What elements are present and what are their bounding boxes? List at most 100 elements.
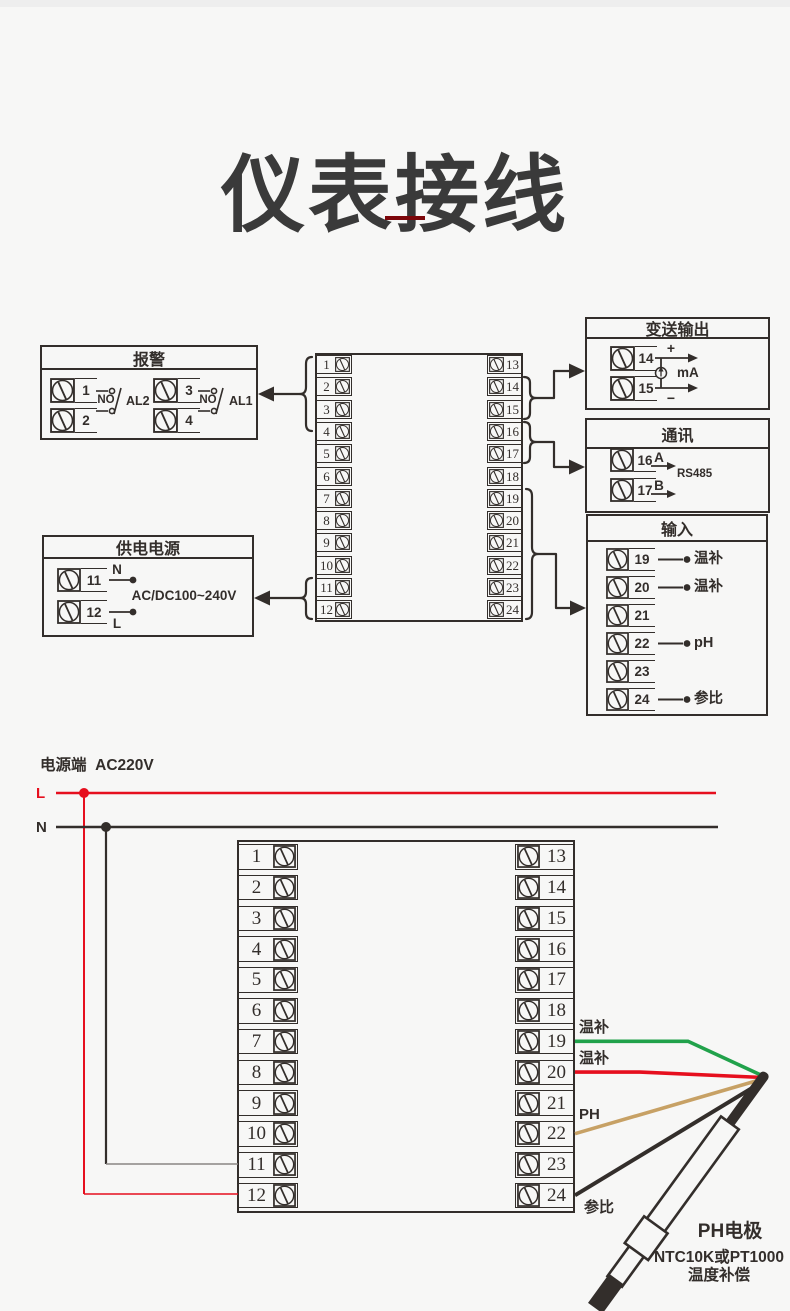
terminal-number: 12 xyxy=(320,602,333,618)
input-terminal-22: 22 xyxy=(606,632,655,655)
screw-terminal-icon xyxy=(489,558,504,573)
terminal-number: 2 xyxy=(251,877,262,899)
input-arrowhead xyxy=(570,600,586,616)
screw-terminal-icon xyxy=(335,402,350,417)
electrode-note-label: 温度补偿 xyxy=(687,1267,750,1284)
screw-terminal-icon xyxy=(153,408,178,433)
terminal-number: 21 xyxy=(629,604,655,627)
screw-terminal-icon xyxy=(606,576,629,599)
terminal-cell: 3 xyxy=(316,399,352,419)
alarm-al1-label: AL1 xyxy=(229,394,253,408)
screw-terminal-icon xyxy=(517,845,540,868)
terminal-number: 16 xyxy=(634,448,656,472)
screw-terminal-icon xyxy=(489,357,504,372)
terminal-cell: 17 xyxy=(515,967,575,993)
terminal-cell: 8 xyxy=(316,511,352,531)
terminal-number: 10 xyxy=(247,1123,266,1145)
screw-terminal-icon xyxy=(273,845,296,868)
terminal-cell: 22 xyxy=(487,555,523,575)
terminal-number: 8 xyxy=(251,1061,262,1083)
top-strip xyxy=(0,0,790,7)
input-label-tempcomp-1: 温补 xyxy=(694,551,723,567)
alarm-terminal-1: 1 xyxy=(50,378,97,403)
terminal-cell: 12 xyxy=(238,1182,298,1209)
terminal-number: 11 xyxy=(81,568,107,592)
terminal-number: 16 xyxy=(506,423,519,439)
terminal-number: 9 xyxy=(251,1092,262,1114)
terminal-cell: 2 xyxy=(316,377,352,397)
terminal-number: 22 xyxy=(629,632,655,655)
terminal-cell: 15 xyxy=(515,905,575,932)
title-underline xyxy=(385,216,425,220)
screw-terminal-icon xyxy=(517,968,540,991)
terminal-cell: 9 xyxy=(238,1090,298,1116)
screw-terminal-icon xyxy=(517,1061,540,1084)
screw-terminal-icon xyxy=(273,938,296,961)
screw-terminal-icon xyxy=(606,548,629,571)
terminal-number: 14 xyxy=(635,346,657,371)
output-arrow-line xyxy=(534,369,574,400)
terminal-cell: 13 xyxy=(487,355,523,374)
screw-terminal-icon xyxy=(606,688,629,711)
input-terminal-23: 23 xyxy=(606,660,655,683)
neutral-label: N xyxy=(112,562,122,577)
screw-terminal-icon xyxy=(517,907,540,930)
screw-terminal-icon xyxy=(335,469,350,484)
terminal-number: 7 xyxy=(323,490,330,506)
terminal-number: 3 xyxy=(178,378,200,403)
terminal-number: 15 xyxy=(506,401,519,417)
screw-terminal-icon xyxy=(273,1092,296,1115)
terminal-number: 8 xyxy=(323,513,330,529)
terminal-number: 4 xyxy=(251,938,262,960)
terminal-cell: 18 xyxy=(515,998,575,1024)
output-terminal-15: 15 xyxy=(610,376,657,401)
terminal-cell: 3 xyxy=(238,905,298,932)
alarm-al2-label: AL2 xyxy=(126,394,150,408)
terminal-number: 1 xyxy=(323,357,330,372)
terminal-cell: 20 xyxy=(515,1059,575,1086)
terminal-number: 11 xyxy=(320,580,333,595)
comm-box-title: 通讯 xyxy=(587,420,768,449)
screw-terminal-icon xyxy=(50,378,75,403)
screw-terminal-icon xyxy=(273,1184,296,1207)
terminal-cell: 7 xyxy=(238,1028,298,1055)
transmit-output-box: 变送输出 xyxy=(585,317,770,410)
screw-terminal-icon xyxy=(489,402,504,417)
input-box: 输入 xyxy=(586,514,768,716)
terminal-number: 17 xyxy=(506,446,519,462)
neutral-junction-dot xyxy=(101,822,111,832)
alarm-terminal-4: 4 xyxy=(153,408,200,433)
terminal-number: 22 xyxy=(506,557,519,573)
terminal-cell: 21 xyxy=(515,1090,575,1116)
terminal-cell: 16 xyxy=(515,936,575,962)
terminal-number: 4 xyxy=(323,423,330,439)
screw-terminal-icon xyxy=(335,491,350,506)
terminal-cell: 24 xyxy=(487,600,523,620)
alarm-terminal-2: 2 xyxy=(50,408,97,433)
comm-arrowhead xyxy=(569,459,585,475)
terminal-cell: 10 xyxy=(238,1121,298,1147)
screw-terminal-icon xyxy=(273,876,296,899)
screw-terminal-icon xyxy=(489,580,504,595)
wire-label-reference-24: 参比 xyxy=(584,1199,615,1216)
live-label: L xyxy=(112,616,122,631)
terminal-cell: 18 xyxy=(487,466,523,486)
terminal-cell: 1 xyxy=(316,355,352,374)
terminal-number: 23 xyxy=(629,660,655,683)
power-terminal-12: 12 xyxy=(57,600,107,624)
terminal-cell: 7 xyxy=(316,488,352,508)
terminal-cell: 4 xyxy=(238,936,298,962)
screw-terminal-icon xyxy=(517,1122,540,1145)
terminal-number: 13 xyxy=(547,846,566,868)
terminal-cell: 5 xyxy=(316,444,352,464)
terminal-cell: 4 xyxy=(316,421,352,441)
terminal-number: 22 xyxy=(547,1123,566,1145)
terminal-number: 18 xyxy=(547,1000,566,1022)
terminal-number: 24 xyxy=(506,602,519,618)
electrode-name-label: PH电极 xyxy=(697,1221,763,1242)
screw-terminal-icon xyxy=(335,558,350,573)
screw-terminal-icon xyxy=(489,446,504,461)
terminal-cell: 11 xyxy=(238,1152,298,1178)
terminal-cell: 17 xyxy=(487,444,523,464)
comm-arrow-line xyxy=(534,440,574,469)
